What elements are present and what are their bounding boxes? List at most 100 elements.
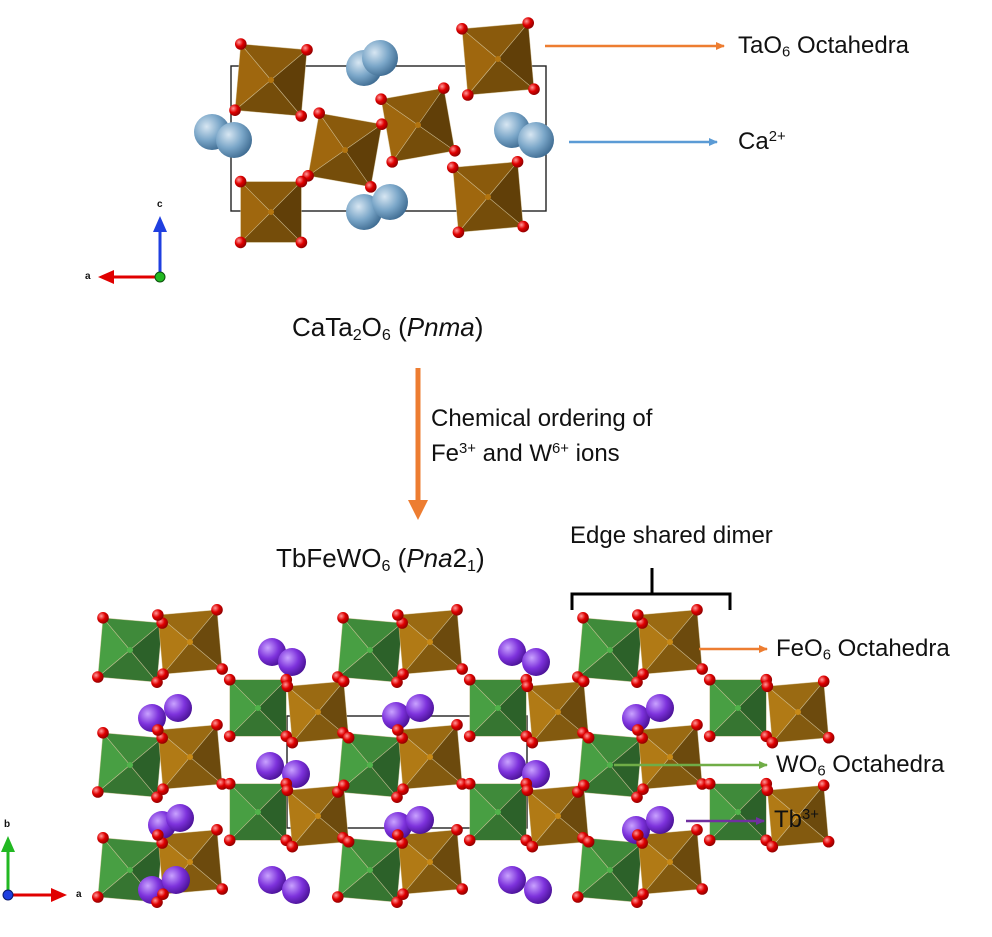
feo6-octahedron-center — [667, 754, 673, 760]
oxygen-atom — [295, 236, 308, 249]
oxygen-atom — [572, 891, 584, 903]
feo6-octahedron-facet — [429, 829, 463, 890]
oxygen-atom — [691, 824, 703, 836]
wo6-octahedron-center — [127, 867, 133, 873]
feo6-octahedron-facet — [797, 680, 830, 739]
feo6-octahedron-center — [315, 709, 321, 715]
oxygen-atom — [637, 783, 649, 795]
oxygen-atom — [696, 663, 708, 675]
oxygen-atom — [211, 824, 223, 836]
oxygen-atom — [456, 883, 468, 895]
wo6-octahedron-facet — [609, 622, 643, 683]
feo6-octahedron — [157, 724, 223, 790]
feo6-octahedron-facet — [669, 829, 703, 890]
tao6-octahedron-facet — [270, 180, 302, 244]
oxygen-atom — [817, 779, 830, 792]
oxygen-atom — [301, 43, 313, 56]
oxygen-atom — [526, 736, 539, 749]
oxygen-atom — [761, 680, 774, 693]
tb-atom — [622, 704, 650, 732]
oxygen-atom — [451, 824, 463, 836]
wo6-octahedron-center — [735, 809, 741, 815]
oxygen-atom — [691, 719, 703, 731]
tao6-octahedron-center — [268, 77, 274, 83]
oxygen-atom — [337, 612, 349, 624]
oxygen-atom — [216, 663, 228, 675]
oxygen-atom — [582, 731, 595, 744]
oxygen-atom — [696, 883, 708, 895]
tb-atom — [498, 638, 526, 666]
wo6-legend-label: WO6 Octahedra — [776, 751, 945, 780]
oxygen-atom — [817, 675, 830, 688]
wo6-octahedron-facet — [609, 842, 643, 903]
feo6-octahedron-facet — [429, 724, 463, 785]
oxygen-atom — [92, 671, 104, 683]
wo6-octahedron-center — [607, 867, 613, 873]
wo6-octahedron-center — [607, 762, 613, 768]
feo6-octahedron — [286, 784, 350, 848]
oxygen-atom — [281, 784, 294, 797]
oxygen-atom — [391, 676, 403, 688]
wo6-octahedron — [708, 782, 768, 842]
oxygen-atom — [332, 891, 344, 903]
ca-atom — [372, 184, 408, 220]
oxygen-atom — [152, 829, 164, 841]
feo6-octahedron — [397, 724, 463, 790]
tb-atom — [282, 876, 310, 904]
oxygen-atom — [286, 736, 299, 749]
oxygen-atom — [463, 673, 476, 686]
oxygen-atom — [632, 829, 644, 841]
feo6-octahedron-center — [555, 813, 561, 819]
edge-shared-dimer-bracket — [570, 568, 732, 610]
oxygen-atom — [397, 888, 409, 900]
oxygen-atom — [234, 175, 247, 188]
transformation-arrow — [408, 368, 428, 520]
oxygen-atom — [766, 840, 779, 853]
tb-atom — [522, 648, 550, 676]
oxygen-atom — [342, 731, 355, 744]
ca-atom — [362, 40, 398, 76]
wo6-octahedron — [228, 678, 288, 738]
oxygen-atom — [234, 38, 247, 50]
oxygen-atom — [521, 680, 534, 693]
oxygen-atom — [691, 604, 703, 616]
oxygen-atom — [522, 17, 535, 29]
transformation-line2: Fe3+ and W6+ ions — [431, 440, 620, 467]
tao6-octahedron — [461, 22, 535, 96]
wo6-octahedron-facet — [129, 622, 163, 683]
oxygen-atom — [375, 93, 387, 105]
wo6-octahedron — [577, 617, 643, 683]
oxygen-atom — [631, 791, 643, 803]
tb-atom — [258, 866, 286, 894]
wo6-octahedron-facet — [257, 678, 287, 738]
feo6-octahedron — [157, 609, 223, 675]
tao6-octahedron-center — [415, 122, 421, 128]
oxygen-atom — [157, 668, 169, 680]
oxygen-atom — [456, 22, 468, 35]
oxygen-atom — [229, 104, 241, 117]
feo6-octahedron-facet — [189, 724, 223, 785]
oxygen-atom — [451, 604, 463, 616]
oxygen-atom — [286, 840, 299, 853]
wo6-octahedron-facet — [257, 782, 287, 842]
oxygen-atom — [463, 777, 476, 790]
oxygen-atom — [97, 727, 109, 739]
tao6-octahedron-facet — [497, 22, 535, 90]
wo6-octahedron — [337, 617, 403, 683]
feo6-octahedron-facet — [317, 680, 350, 739]
feo6-octahedron-facet — [429, 609, 463, 670]
oxygen-atom — [92, 891, 104, 903]
feo6-octahedron-center — [427, 859, 433, 865]
oxygen-atom — [452, 226, 465, 239]
tb-atom — [406, 694, 434, 722]
ca-atom — [216, 122, 252, 158]
wo6-octahedron-center — [607, 647, 613, 653]
tao6-octahedron-center — [485, 194, 491, 200]
bottom-axis-indicator — [1, 836, 67, 902]
feo6-octahedron-facet — [797, 784, 830, 843]
bottom-formula-label: TbFeWO6 (Pna21) — [276, 543, 485, 576]
oxygen-atom — [157, 783, 169, 795]
feo6-octahedron — [766, 784, 830, 848]
bottom-axis-a-label: a — [76, 889, 82, 900]
